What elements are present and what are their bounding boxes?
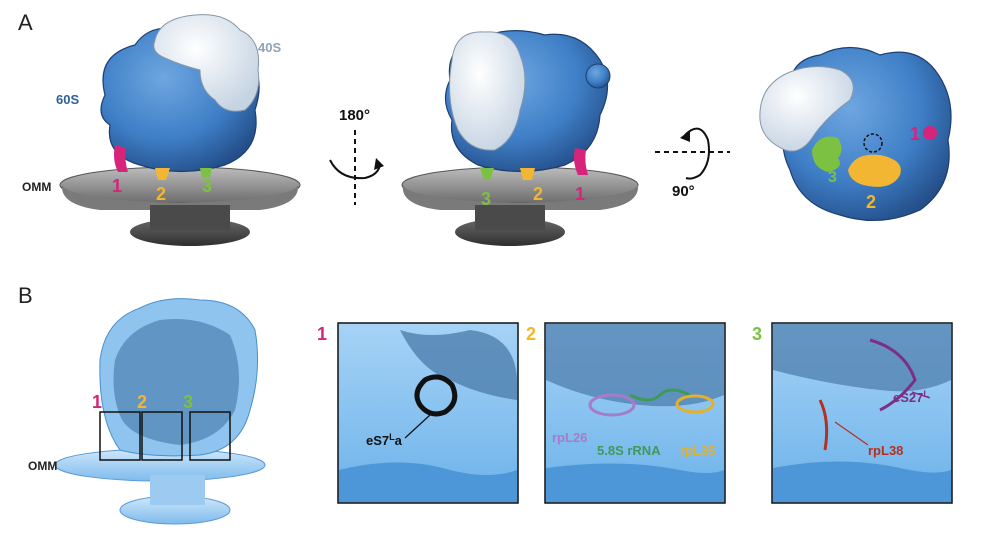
site-1-label-b: 1 [92,392,102,412]
rpl38-density [818,399,829,451]
inset-2-membrane [546,463,724,502]
site-1-density [574,148,588,175]
inset-1-ribosome [400,330,517,400]
rpl35-density [675,394,715,414]
label-omm-a: OMM [22,180,51,194]
rpl38-pointer [834,421,869,446]
inset-2 [544,322,726,504]
site-2-label-v2: 2 [533,184,543,204]
es7la-helix [414,374,458,417]
omm-membrane-edge [61,185,299,210]
inset-3-membrane [773,461,951,502]
membrane-stalk [150,205,230,230]
site-3-label-v3: 3 [828,169,837,186]
subunit-40s [759,66,854,152]
inset-3-number: 3 [752,324,762,344]
label-omm-b: OMM [28,459,57,473]
site-3-density [200,168,212,178]
label-es27l: eS27L [893,389,929,405]
label-rpl38: rpL38 [868,443,903,458]
ribosome-view-3 [759,46,952,222]
site-2-label-v3: 2 [866,192,876,212]
label-40s: 40S [258,40,281,55]
fitted-model-map [54,298,266,525]
site-3-label-b: 3 [183,392,193,412]
inset-box-1 [99,411,141,461]
site-1-density [114,145,128,172]
inset-box-2 [141,411,183,461]
label-60s: 60S [56,92,79,107]
site-1-label-v2: 1 [575,184,585,204]
site-3-label-v2: 3 [481,189,491,209]
site-3-density [480,168,494,180]
rotation-180-label: 180° [339,107,370,124]
inset-2-number: 2 [526,324,536,344]
label-rpl26: rpL26 [552,430,587,445]
site-3-label-v1: 3 [202,176,212,196]
es27l-density [869,338,917,412]
inset-2-ribosome [546,324,724,407]
label-58s-rrna: 5.8S rRNA [597,443,661,458]
subunit-40s [153,14,260,112]
label-es7la: eS7La [366,432,403,448]
site-3-patch [812,136,842,172]
map-stalk [150,475,205,505]
rotation-90-label: 90° [672,183,695,200]
site-1-label-v3: 1 [910,124,920,144]
subunit-40s [449,31,526,151]
exit-tunnel-circle [863,133,883,153]
membrane-stalk [475,205,545,230]
site-2-patch [848,154,901,187]
rotation-180-icon [329,130,384,205]
60s-protrusion [585,63,611,89]
inset-3 [771,322,953,504]
omm-membrane-edge [402,185,639,210]
panel-a-letter: A [18,10,33,35]
site-1-label-v1: 1 [112,176,122,196]
es7la-pointer [404,414,431,439]
label-rpl35: rpL35 [680,443,715,458]
site-1-patch [923,126,937,140]
ribosome-view-2 [401,30,639,246]
panel-b-letter: B [18,283,33,308]
rpl26-density [588,393,636,417]
ribosome-view-1 [59,14,301,246]
rrna-density [629,388,691,402]
ribosome-model-core [113,319,239,445]
rotation-90-icon [655,127,730,180]
inset-1-number: 1 [317,324,327,344]
site-2-density [520,168,535,180]
site-2-density [155,168,170,180]
inset-3-ribosome [773,324,951,392]
site-2-label-v1: 2 [156,184,166,204]
inset-1 [337,322,519,504]
inset-box-3 [189,411,231,461]
site-2-label-b: 2 [137,392,147,412]
es27l-pointer [911,391,931,399]
inset-1-membrane [339,462,517,502]
